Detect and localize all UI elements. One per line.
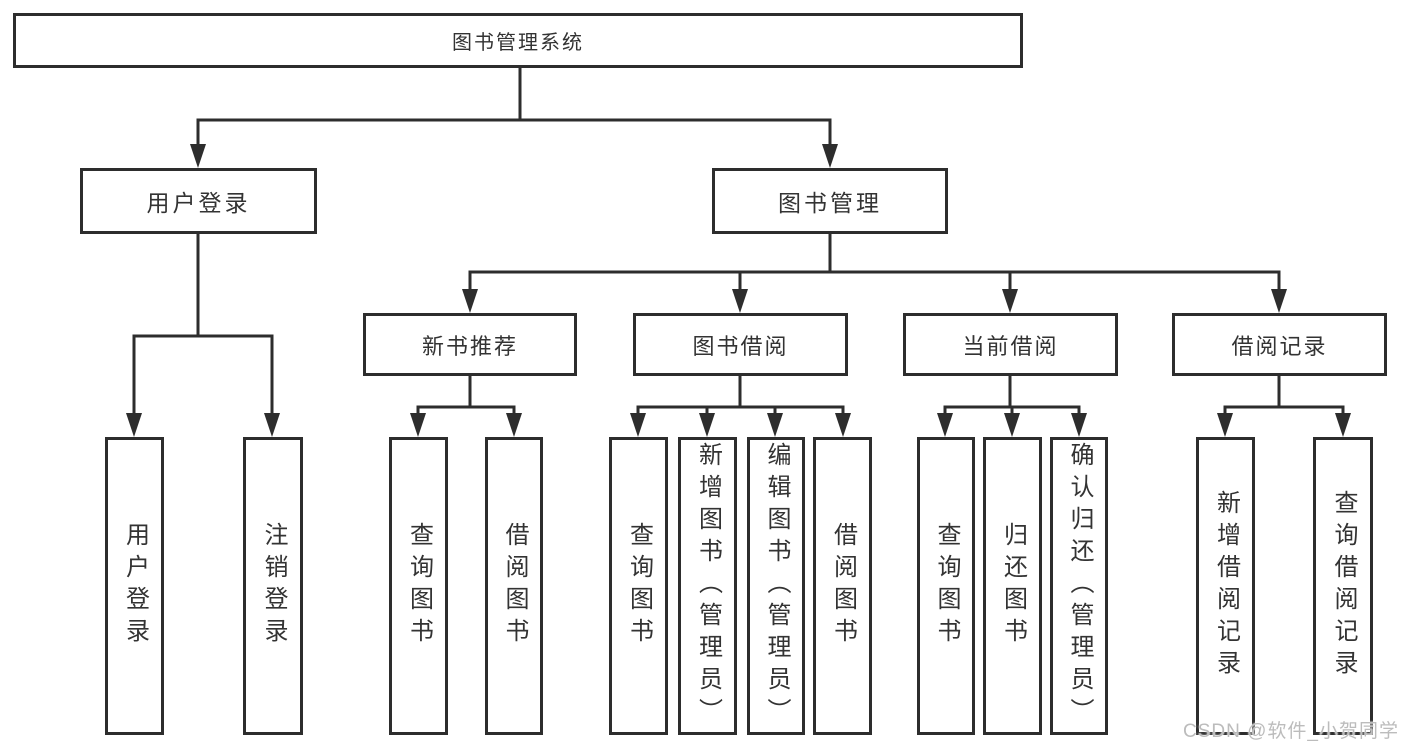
arrow-down-icon <box>1271 289 1287 313</box>
arrow-down-icon <box>822 144 838 168</box>
arrow-down-icon <box>937 413 953 437</box>
leaf-edit-books-admin-label: 编辑图书（管理员） <box>763 442 790 730</box>
leaf-query-borrow-record-label: 查询借阅记录 <box>1330 490 1357 682</box>
node-new-book-recommend-label: 新书推荐 <box>421 333 518 359</box>
node-borrow-records-label: 借阅记录 <box>1231 333 1328 359</box>
leaf-add-books-admin-label: 新增图书（管理员） <box>694 442 722 730</box>
node-book-management: 图书管理 <box>712 168 948 234</box>
arrow-down-icon <box>767 413 783 437</box>
node-user-login-label: 用户登录 <box>146 190 251 216</box>
connector-new-books <box>416 372 516 421</box>
arrow-down-icon <box>126 413 142 437</box>
arrowheads <box>126 144 1351 437</box>
arrow-down-icon <box>630 413 646 437</box>
arrow-down-icon <box>462 289 478 313</box>
leaf-add-books-admin: 新增图书（管理员） <box>678 437 737 735</box>
node-book-borrow: 图书借阅 <box>633 313 848 376</box>
arrow-down-icon <box>732 289 748 313</box>
connector-current <box>943 372 1081 421</box>
leaf-confirm-return-admin: 确认归还（管理员） <box>1050 437 1108 735</box>
leaf-logout: 注销登录 <box>243 437 303 735</box>
node-user-login: 用户登录 <box>80 168 317 234</box>
arrow-down-icon <box>1002 289 1018 313</box>
arrow-down-icon <box>264 413 280 437</box>
node-book-management-label: 图书管理 <box>778 190 882 216</box>
node-current-borrow-label: 当前借阅 <box>962 333 1059 359</box>
node-current-borrow: 当前借阅 <box>903 313 1118 376</box>
leaf-query-books-current-label: 查询图书 <box>933 522 960 650</box>
leaf-confirm-return-admin-label: 确认归还（管理员） <box>1066 442 1093 730</box>
arrow-down-icon <box>1004 413 1020 437</box>
leaf-query-borrow-record: 查询借阅记录 <box>1313 437 1373 735</box>
arrow-down-icon <box>506 413 522 437</box>
arrow-down-icon <box>410 413 426 437</box>
leaf-return-books: 归还图书 <box>983 437 1042 735</box>
leaf-add-borrow-record-label: 新增借阅记录 <box>1212 490 1240 682</box>
connector-records <box>1223 372 1345 421</box>
arrow-down-icon <box>1217 413 1233 437</box>
csdn-watermark: CSDN @软件_小贺同学 <box>1183 721 1399 742</box>
leaf-query-books-recommend: 查询图书 <box>389 437 448 735</box>
leaf-edit-books-admin: 编辑图书（管理员） <box>747 437 805 735</box>
arrow-down-icon <box>1071 413 1087 437</box>
connector-borrowing <box>636 372 845 421</box>
leaf-query-books-recommend-label: 查询图书 <box>405 522 433 650</box>
leaf-logout-label: 注销登录 <box>260 522 287 650</box>
node-book-borrow-label: 图书借阅 <box>692 333 789 359</box>
arrow-down-icon <box>190 144 206 168</box>
arrow-down-icon <box>835 413 851 437</box>
node-library-system: 图书管理系统 <box>13 13 1023 68</box>
leaf-borrow-books: 借阅图书 <box>813 437 872 735</box>
leaf-borrow-books-recommend-label: 借阅图书 <box>501 522 528 650</box>
leaf-return-books-label: 归还图书 <box>999 522 1027 650</box>
leaf-borrow-books-recommend: 借阅图书 <box>485 437 543 735</box>
arrow-down-icon <box>1335 413 1351 437</box>
arrow-down-icon <box>699 413 715 437</box>
leaf-query-books-borrow: 查询图书 <box>609 437 668 735</box>
leaf-user-login-label: 用户登录 <box>121 522 149 650</box>
node-borrow-records: 借阅记录 <box>1172 313 1387 376</box>
connector-book-mgmt <box>468 230 1281 297</box>
connector-user-login <box>132 230 274 421</box>
leaf-add-borrow-record: 新增借阅记录 <box>1196 437 1255 735</box>
leaf-query-books-borrow-label: 查询图书 <box>625 522 653 650</box>
node-new-book-recommend: 新书推荐 <box>363 313 577 376</box>
leaf-user-login: 用户登录 <box>105 437 164 735</box>
leaf-query-books-current: 查询图书 <box>917 437 975 735</box>
leaf-borrow-books-label: 借阅图书 <box>829 522 857 650</box>
connector-root <box>196 63 832 152</box>
node-library-system-label: 图书管理系统 <box>452 32 584 54</box>
